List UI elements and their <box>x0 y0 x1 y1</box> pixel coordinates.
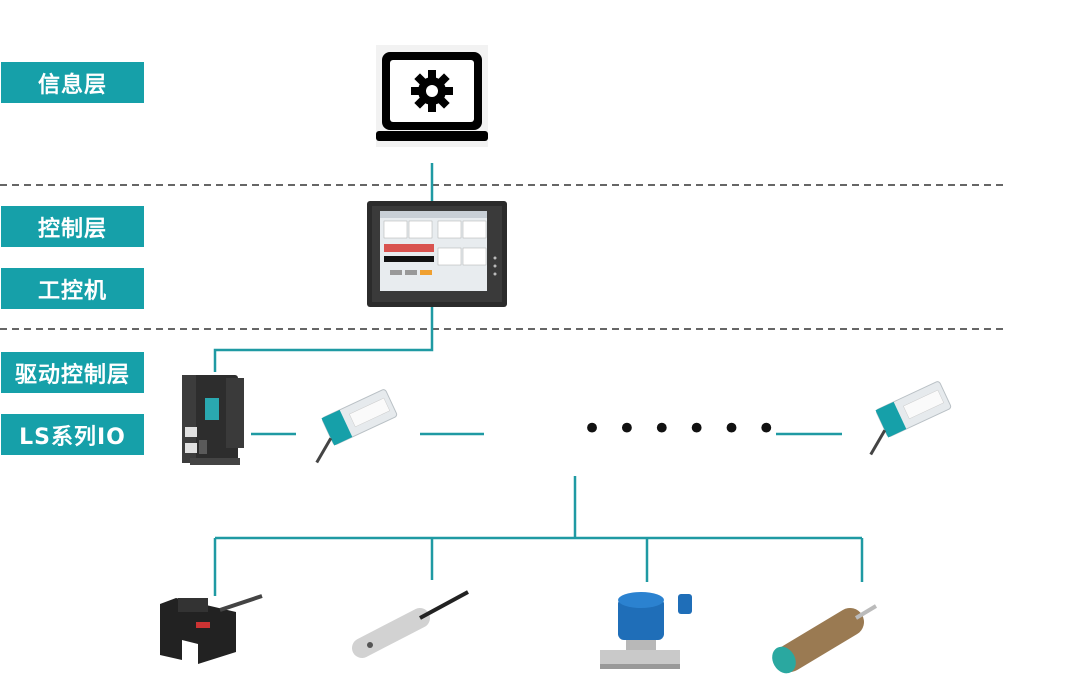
laptop-gear-icon <box>376 45 488 147</box>
connector-lines <box>213 163 864 596</box>
layer-label-drive: 驱动控制层 <box>1 352 144 393</box>
io-coupler-icon <box>182 375 244 465</box>
ellipsis-more-modules: • • • • • • <box>582 409 779 449</box>
solenoid-valve-icon <box>600 592 692 669</box>
layer-label-io: LS系列IO <box>1 414 144 455</box>
touch-panel-icon <box>367 201 507 307</box>
cylinder-magnetic-sensor-icon <box>352 590 469 658</box>
layer-label-ipc: 工控机 <box>1 268 144 309</box>
layer-label-control: 控制层 <box>1 206 144 247</box>
io-module-icon <box>869 381 952 456</box>
layer-label-info: 信息层 <box>1 62 144 103</box>
io-module-icon <box>315 389 398 464</box>
inductive-proximity-sensor-icon <box>772 604 878 674</box>
slot-photoelectric-sensor-icon <box>160 594 263 664</box>
